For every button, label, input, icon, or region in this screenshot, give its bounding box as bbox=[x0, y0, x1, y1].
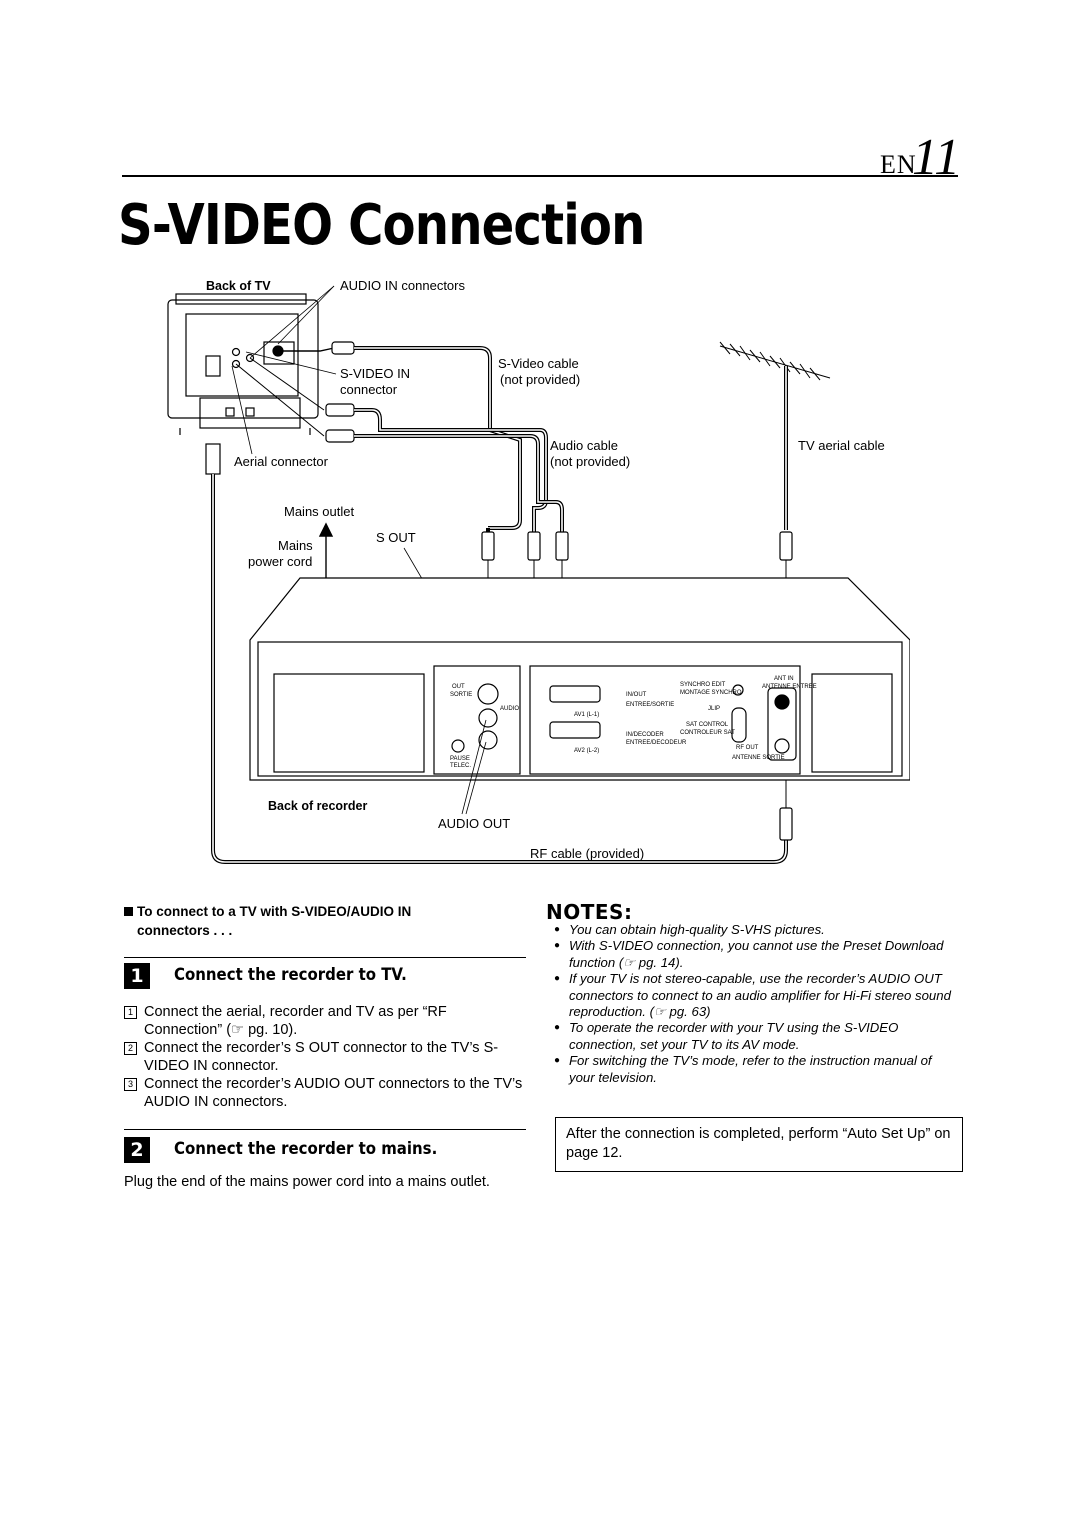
audio-cable bbox=[235, 357, 564, 532]
s-video-in-label: S-VIDEO IN bbox=[340, 366, 410, 381]
auto-setup-callout: After the connection is completed, perfo… bbox=[555, 1117, 963, 1172]
rf-cable bbox=[205, 443, 793, 864]
svg-text:PAUSE: PAUSE bbox=[450, 756, 470, 762]
bullet-icon: ● bbox=[554, 1055, 561, 1067]
step2-rule bbox=[124, 1129, 526, 1130]
step1-badge: 1 bbox=[124, 963, 150, 989]
note-item: ●For switching the TV’s mode, refer to t… bbox=[554, 1053, 932, 1085]
section-heading: To connect to a TV with S-VIDEO/AUDIO IN… bbox=[124, 902, 524, 940]
svg-text:ENTREE/DECODEUR: ENTREE/DECODEUR bbox=[626, 740, 687, 746]
mains-label: Mains bbox=[278, 538, 313, 553]
svg-text:SYNCHRO EDIT: SYNCHRO EDIT bbox=[680, 682, 726, 688]
svg-text:JLIP: JLIP bbox=[708, 706, 720, 712]
audio-out-label: AUDIO OUT bbox=[438, 816, 510, 831]
step2-badge: 2 bbox=[124, 1137, 150, 1163]
s-video-cable-note: (not provided) bbox=[500, 372, 580, 387]
audio-cable-note: (not provided) bbox=[550, 454, 630, 469]
square-bullet-icon bbox=[124, 907, 133, 916]
substep-3: 3 Connect the recorder’s AUDIO OUT conne… bbox=[124, 1075, 526, 1111]
svg-text:ANT IN: ANT IN bbox=[774, 676, 794, 682]
svg-text:OUT: OUT bbox=[452, 684, 465, 690]
bullet-icon: ● bbox=[554, 1022, 561, 1034]
svg-text:CONTROLEUR SAT: CONTROLEUR SAT bbox=[680, 730, 735, 736]
svg-text:IN/OUT: IN/OUT bbox=[626, 692, 647, 698]
svg-text:ANTENNE ENTREE: ANTENNE ENTREE bbox=[762, 684, 817, 690]
audio-cable-label: Audio cable bbox=[550, 438, 618, 453]
notes-title: NOTES: bbox=[546, 900, 633, 924]
notes-list: ●You can obtain high-quality S-VHS pictu… bbox=[554, 922, 958, 1086]
connection-diagram: Back of TV AUDIO IN connectors S-VIDEO I… bbox=[167, 278, 910, 864]
bullet-icon: ● bbox=[554, 973, 561, 985]
substep-1: 1 Connect the aerial, recorder and TV as… bbox=[124, 1003, 526, 1039]
s-video-in-connector-label: connector bbox=[340, 382, 398, 397]
mains-outlet-label: Mains outlet bbox=[284, 504, 354, 519]
step2-text: Plug the end of the mains power cord int… bbox=[124, 1174, 490, 1190]
back-of-recorder-label: Back of recorder bbox=[268, 799, 367, 813]
page-number: 11 bbox=[912, 129, 961, 186]
section-heading-line1: To connect to a TV with S-VIDEO/AUDIO IN bbox=[137, 904, 412, 919]
note-item: ●With S-VIDEO connection, you cannot use… bbox=[554, 938, 944, 970]
power-cord-label: power cord bbox=[248, 554, 312, 569]
note-item: ●If your TV is not stereo-capable, use t… bbox=[554, 971, 951, 1020]
bullet-icon: ● bbox=[554, 924, 561, 935]
language-code: EN bbox=[880, 150, 917, 179]
rf-cable-label: RF cable (provided) bbox=[530, 846, 644, 861]
step2-title: Connect the recorder to mains. bbox=[174, 1139, 438, 1159]
s-video-cable-label: S-Video cable bbox=[498, 356, 579, 371]
svg-text:AV1 (L-1): AV1 (L-1) bbox=[574, 712, 599, 718]
svg-text:RF OUT: RF OUT bbox=[736, 745, 759, 751]
back-of-tv-label: Back of TV bbox=[206, 279, 271, 293]
aerial-antenna bbox=[719, 341, 831, 530]
substep-2: 2 Connect the recorder’s S OUT connector… bbox=[124, 1039, 526, 1075]
tv-back-illustration bbox=[167, 293, 319, 435]
svg-text:AV2 (L-2): AV2 (L-2) bbox=[574, 748, 599, 754]
note-item: ●You can obtain high-quality S-VHS pictu… bbox=[554, 922, 825, 937]
page-title: S-VIDEO Connection bbox=[118, 193, 645, 258]
recorder-back-illustration bbox=[249, 577, 910, 781]
aerial-connector-label: Aerial connector bbox=[234, 454, 329, 469]
svg-text:SAT CONTROL: SAT CONTROL bbox=[686, 722, 729, 728]
bullet-icon: ● bbox=[554, 940, 561, 952]
step1-title: Connect the recorder to TV. bbox=[174, 965, 407, 985]
recorder-panel-labels: OUT SORTIE AUDIO PAUSE TELEC. AV1 (L-1) … bbox=[450, 676, 817, 769]
svg-text:AUDIO: AUDIO bbox=[500, 706, 519, 712]
svg-text:IN/DECODER: IN/DECODER bbox=[626, 732, 664, 738]
svg-text:MONTAGE SYNCHRO: MONTAGE SYNCHRO bbox=[680, 690, 742, 696]
s-out-label: S OUT bbox=[376, 530, 416, 545]
svg-text:SORTIE: SORTIE bbox=[450, 692, 472, 698]
svg-text:ENTREE/SORTIE: ENTREE/SORTIE bbox=[626, 702, 674, 708]
header-rule bbox=[122, 175, 958, 177]
note-item: ●To operate the recorder with your TV us… bbox=[554, 1020, 899, 1052]
step1-substeps: 1 Connect the aerial, recorder and TV as… bbox=[124, 1003, 526, 1111]
step1-rule bbox=[124, 957, 526, 958]
tv-aerial-cable-label: TV aerial cable bbox=[798, 438, 885, 453]
svg-text:TELEC.: TELEC. bbox=[450, 763, 471, 769]
audio-in-connectors-label: AUDIO IN connectors bbox=[340, 278, 465, 293]
svg-text:ANTENNE SORTIE: ANTENNE SORTIE bbox=[732, 755, 785, 761]
section-heading-line2: connectors . . . bbox=[137, 923, 233, 938]
